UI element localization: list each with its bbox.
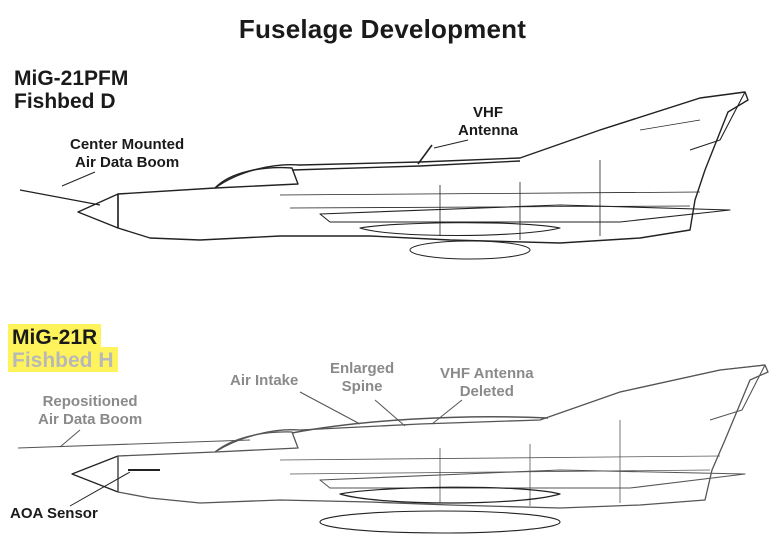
upper-centerline-tank <box>359 222 561 237</box>
lower-boom-callout-line2: Air Data Boom <box>38 411 143 428</box>
upper-vhf-antenna <box>417 144 433 165</box>
upper-boom-callout-line2: Air Data Boom <box>74 154 180 171</box>
lower-spine-callout-line1: Enlarged <box>330 360 395 377</box>
upper-variant-label: MiG-21PFM Fishbed D <box>14 67 128 113</box>
upper-nose-cone <box>77 193 119 229</box>
upper-tail-fin <box>599 91 746 151</box>
mig21pfm-profile <box>19 91 749 260</box>
lower-recce-pod <box>339 486 561 504</box>
lower-spine-callout-line2: Spine <box>341 378 383 395</box>
lower-canopy <box>214 431 299 453</box>
lower-wing <box>319 469 746 489</box>
lower-spine-callout: Enlarged Spine <box>330 360 394 396</box>
lower-variant-name: MiG-21R <box>8 324 102 349</box>
lower-boom-callout: Repositioned Air Data Boom <box>38 393 142 429</box>
upper-boom-callout: Center Mounted Air Data Boom <box>70 136 184 172</box>
upper-vhf-callout-line1: VHF <box>473 104 503 121</box>
lower-aoa-leader <box>69 471 131 507</box>
lower-nose-cone <box>71 455 119 493</box>
lower-vhf-leader <box>431 399 463 425</box>
upper-air-data-boom <box>19 189 101 206</box>
upper-spine <box>291 160 521 171</box>
upper-drop-tank <box>409 240 531 260</box>
lower-fuselage <box>117 364 769 509</box>
lower-vhf-callout-line1: VHF Antenna <box>440 365 534 382</box>
lower-boom-leader <box>59 429 81 448</box>
upper-fuselage <box>117 91 749 244</box>
lower-boom-callout-line1: Repositioned <box>42 393 138 410</box>
upper-vhf-leader <box>433 139 469 149</box>
upper-variant-name: MiG-21PFM <box>14 67 129 90</box>
upper-variant-codename: Fishbed D <box>14 90 116 113</box>
lower-aoa-callout: AOA Sensor <box>10 505 98 522</box>
lower-vhf-callout-line2: Deleted <box>459 383 514 400</box>
lower-variant-label: MiG-21R Fishbed H <box>8 324 118 372</box>
upper-vhf-callout-line2: Antenna <box>458 122 518 139</box>
upper-wing <box>319 204 731 223</box>
lower-air-data-boom <box>17 439 251 449</box>
lower-enlarged-spine <box>291 416 549 434</box>
upper-boom-callout-line1: Center Mounted <box>70 136 185 153</box>
lower-drop-tank <box>319 510 561 534</box>
lower-tail-fin <box>619 364 766 421</box>
lower-spine-leader <box>374 399 406 427</box>
upper-boom-leader <box>61 171 96 187</box>
lower-variant-codename: Fishbed H <box>8 347 118 372</box>
diagram-title: Fuselage Development <box>238 14 527 44</box>
upper-canopy <box>214 166 299 189</box>
upper-vhf-callout: VHF Antenna <box>458 104 518 140</box>
lower-vhf-callout: VHF Antenna Deleted <box>440 365 534 401</box>
mig21r-profile <box>17 364 769 534</box>
lower-intake-callout: Air Intake <box>230 372 299 389</box>
lower-intake-leader <box>299 391 361 425</box>
